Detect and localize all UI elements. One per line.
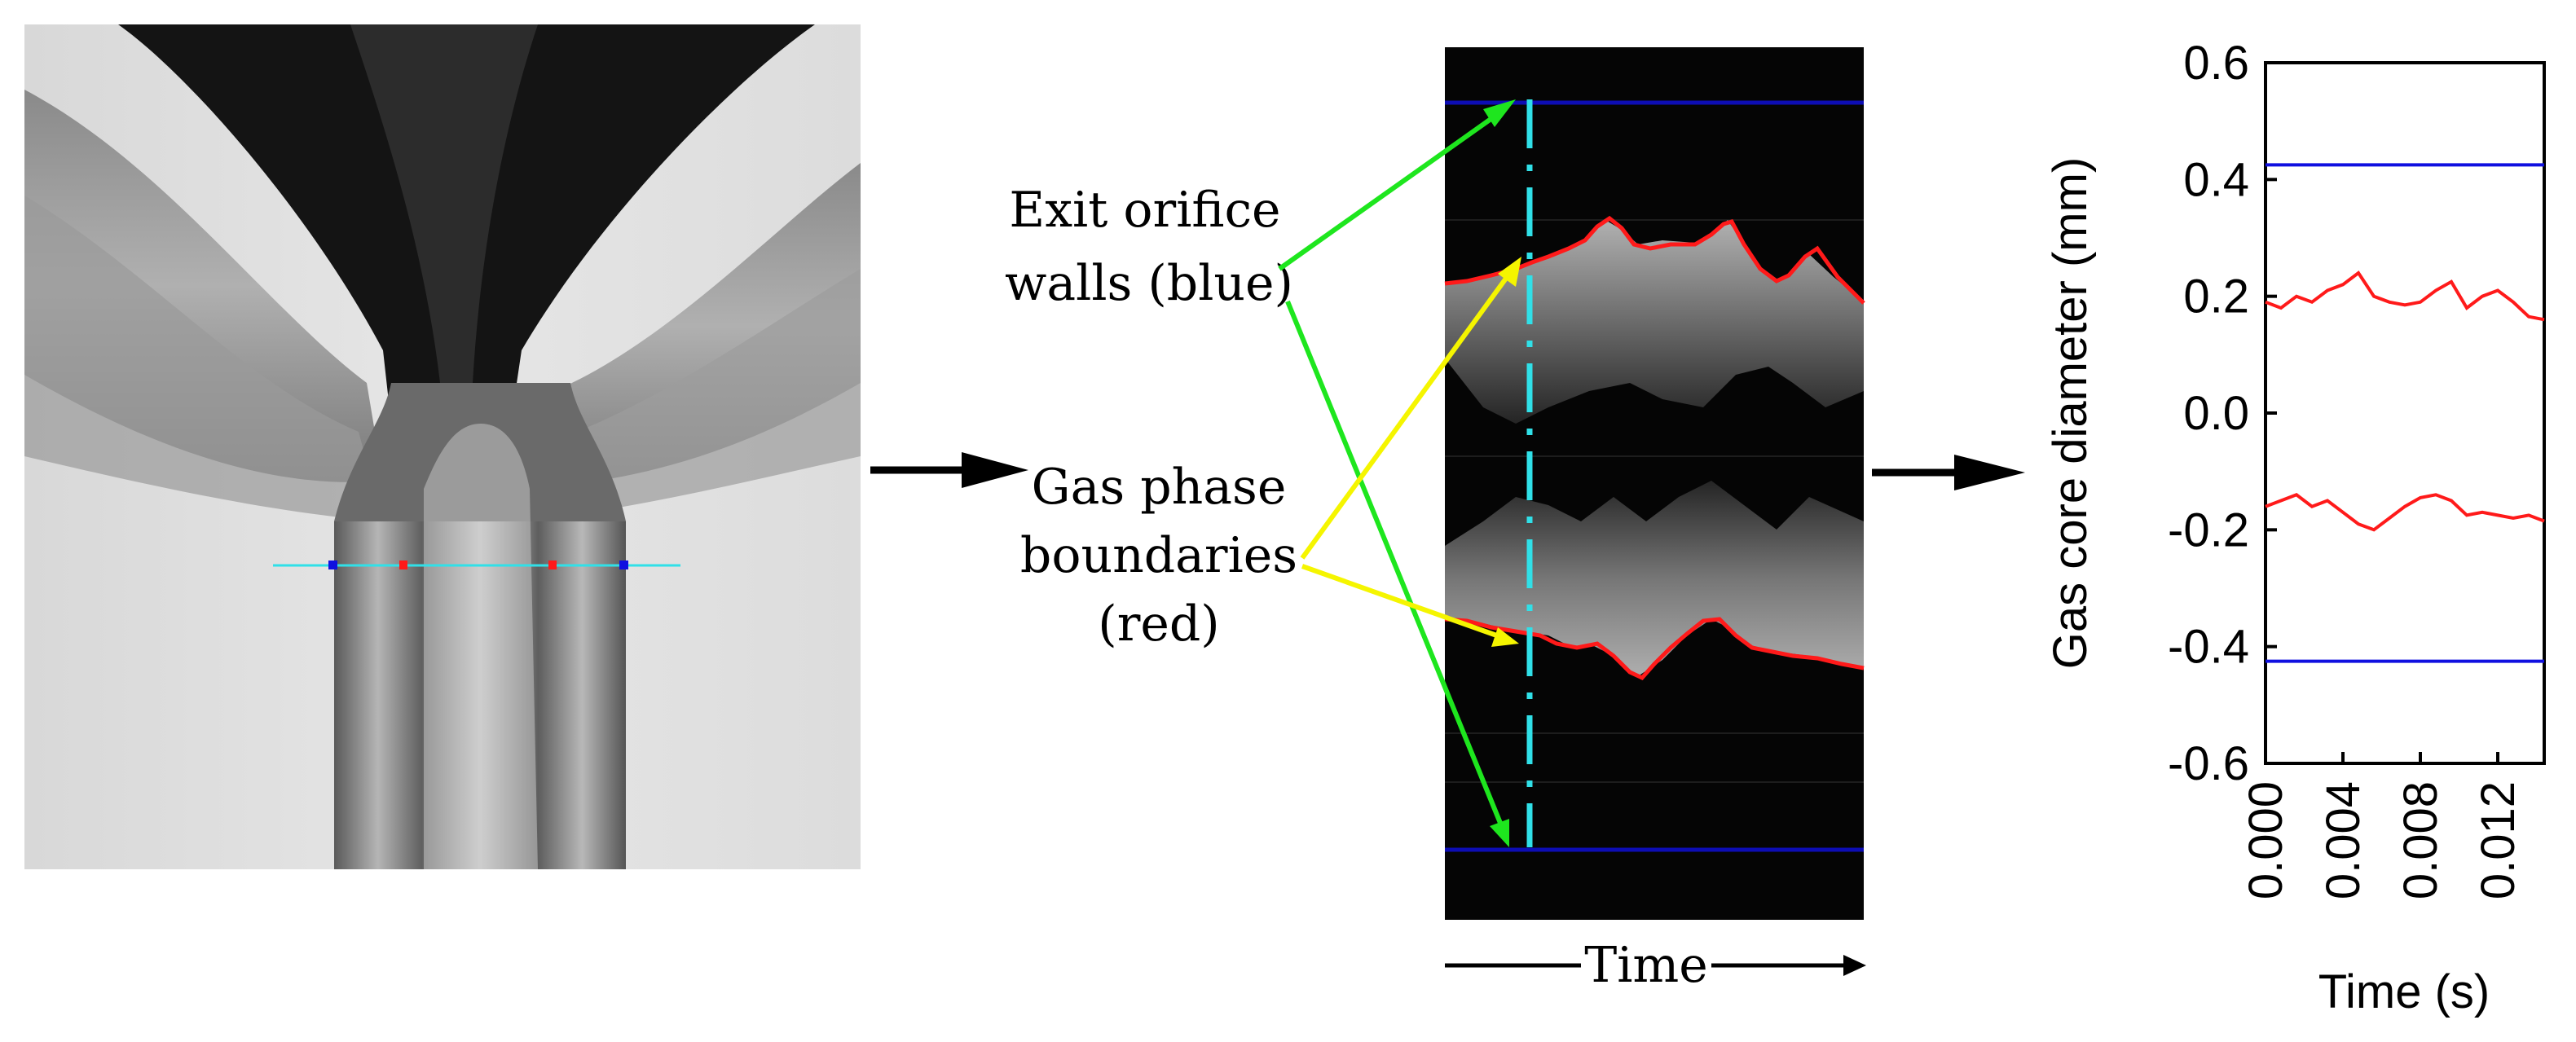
series-line-3 bbox=[2265, 270, 2545, 322]
x-axis-label: Time (s) bbox=[2318, 965, 2490, 1018]
gas-phase-label-line2: boundaries bbox=[1020, 527, 1297, 584]
spacetime-image bbox=[1444, 47, 1865, 920]
flow-arrow-2 bbox=[1872, 455, 2025, 490]
flow-arrow-1 bbox=[870, 452, 1028, 488]
y-axis-label: Gas core diameter (mm) bbox=[2044, 157, 2097, 669]
wall-marker-right bbox=[619, 561, 628, 569]
boundary-marker-left bbox=[399, 561, 407, 569]
y-tick-label: -0.4 bbox=[2168, 621, 2249, 674]
boundary-arrows bbox=[1300, 257, 1521, 647]
time-axis-arrow: Time bbox=[1445, 937, 1866, 994]
y-tick-label: 0.6 bbox=[2183, 37, 2249, 90]
y-tick-label: 0.2 bbox=[2183, 270, 2249, 323]
series-group bbox=[2265, 163, 2545, 663]
upper-gas-band bbox=[1445, 220, 1864, 424]
nozzle-image bbox=[24, 24, 861, 869]
y-tick-label: 0.0 bbox=[2183, 387, 2249, 440]
wall-marker-left bbox=[328, 561, 337, 569]
gas-phase-label-line3: (red) bbox=[1098, 596, 1219, 653]
plot-frame bbox=[2264, 61, 2546, 765]
boundary-marker-right bbox=[548, 561, 557, 569]
gas-phase-label-line1: Gas phase bbox=[1032, 459, 1287, 516]
y-tick-label: 0.4 bbox=[2183, 153, 2249, 206]
time-axis-label: Time bbox=[1584, 937, 1708, 994]
spacetime-background bbox=[1445, 47, 1864, 920]
x-tick-label: 0.000 bbox=[2239, 781, 2292, 899]
exit-orifice-label-line1: Exit orifice bbox=[1009, 182, 1280, 239]
boundary-line-top bbox=[1444, 215, 1865, 305]
wall-arrows bbox=[1278, 99, 1516, 847]
exit-orifice-label-line2: walls (blue) bbox=[1005, 255, 1293, 312]
y-tick-label: -0.6 bbox=[2168, 737, 2249, 790]
series-line-4 bbox=[2265, 493, 2545, 532]
lower-gas-band bbox=[1445, 481, 1864, 676]
x-tick-label: 0.004 bbox=[2317, 781, 2370, 899]
y-axis-ticks: 0.6 0.4 0.2 0.0 -0.2 -0.4 -0.6 bbox=[2168, 37, 2277, 790]
y-tick-label: -0.2 bbox=[2168, 503, 2249, 556]
x-tick-label: 0.012 bbox=[2472, 781, 2525, 899]
gas-core-chart: 0.6 0.4 0.2 0.0 -0.2 -0.4 -0.6 0.000 0.004 0.008… bbox=[2044, 37, 2546, 1018]
x-axis-ticks: 0.000 0.004 0.008 0.012 bbox=[2239, 752, 2525, 899]
x-tick-label: 0.008 bbox=[2394, 781, 2447, 899]
